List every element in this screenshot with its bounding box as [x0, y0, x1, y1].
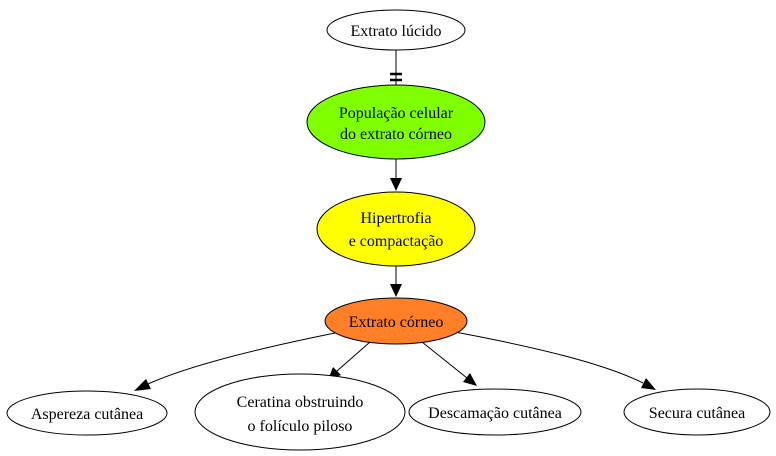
node-secura-cutanea: Secura cutânea	[623, 388, 771, 436]
node-label-line-2: o folículo piloso	[248, 418, 353, 435]
node-populacao-celular: População celular do extrato córneo	[306, 84, 486, 160]
edge-extrato-corneo-to-ceratina	[328, 341, 371, 380]
node-shape	[316, 191, 476, 267]
node-label: Secura cutânea	[649, 405, 745, 422]
edge-hipertrofia-to-extrato-corneo	[390, 266, 402, 297]
edge-extrato-corneo-to-aspereza	[134, 331, 341, 391]
node-descamacao-cutanea: Descamação cutânea	[408, 388, 582, 436]
node-shape	[326, 9, 466, 51]
node-label-line-1: Ceratina obstruindo	[237, 394, 364, 411]
node-label: Aspereza cutânea	[31, 406, 143, 423]
node-label: Descamação cutânea	[428, 405, 562, 422]
node-shape	[6, 390, 168, 436]
node-label-line-1: Hipertrofia	[360, 210, 431, 227]
node-label-line-2: do extrato córneo	[340, 126, 452, 143]
node-shape	[306, 84, 486, 160]
node-label: Extrato córneo	[349, 314, 444, 331]
edge-extrato-lucido-to-populacao	[390, 50, 402, 85]
edges	[134, 50, 656, 391]
node-shape	[408, 388, 582, 436]
node-extrato-lucido: Extrato lúcido	[326, 9, 466, 51]
node-label-line-1: População celular	[339, 105, 454, 122]
node-shape	[324, 297, 468, 345]
edge-extrato-corneo-to-secura	[454, 331, 656, 390]
node-label-line-2: e compactação	[349, 233, 444, 250]
node-hipertrofia: Hipertrofia e compactação	[316, 191, 476, 267]
node-aspereza-cutanea: Aspereza cutânea	[6, 390, 168, 436]
node-extrato-corneo: Extrato córneo	[324, 297, 468, 345]
edge-extrato-corneo-to-descamacao	[421, 341, 477, 386]
edge-populacao-to-hipertrofia	[390, 159, 402, 191]
node-shape	[194, 373, 406, 451]
node-label: Extrato lúcido	[350, 23, 441, 40]
node-shape	[623, 388, 771, 436]
node-ceratina: Ceratina obstruindo o folículo piloso	[194, 373, 406, 451]
